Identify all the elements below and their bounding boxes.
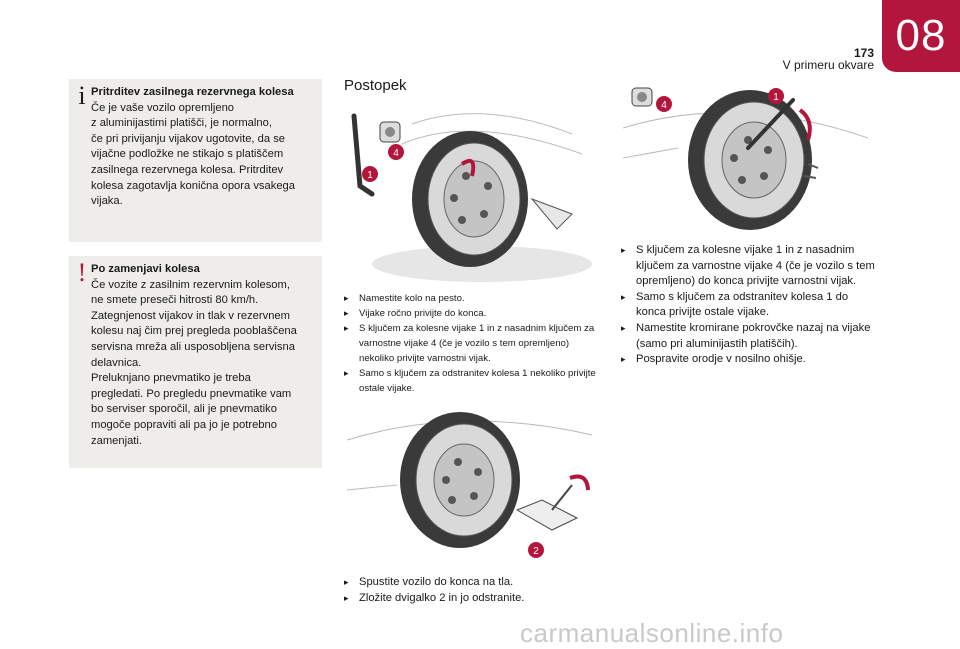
- bullet-icon: ▸: [621, 354, 626, 365]
- info-box: i Pritrditev zasilnega rezervnega kolesa…: [69, 79, 322, 242]
- info-line: kolesa zagotavlja konična opora vsakega: [91, 179, 295, 192]
- warning-line: Zategnjenost vijakov in tlak v rezervnem: [91, 309, 290, 322]
- bullet-icon: ▸: [344, 368, 349, 378]
- bullet-icon: ▸: [344, 323, 349, 333]
- info-line: če pri privijanju vijakov ugotovite, da …: [91, 132, 286, 145]
- list-item: ▸Vijake ročno privijte do konca.: [344, 308, 487, 319]
- list-item: ▸S ključem za kolesne vijake 1 in z nasa…: [621, 244, 875, 288]
- info-line: vijačne podložke ne stikajo s platiščem: [91, 148, 284, 161]
- bullet-icon: ▸: [621, 322, 626, 333]
- bullet-icon: ▸: [344, 592, 349, 603]
- bullet-icon: ▸: [621, 245, 626, 255]
- warning-line: delavnica.: [91, 356, 142, 369]
- warning-line: Če vozite z zasilnim rezervnim kolesom,: [91, 278, 290, 291]
- info-line: z aluminijastimi platišči, je normalno,: [91, 117, 272, 130]
- warning-line: kolesu naj čim prej pregleda pooblaščena: [91, 325, 297, 338]
- list-item: ▸Samo s ključem za odstranitev kolesa 1 …: [344, 368, 596, 394]
- label-2: 2: [533, 546, 539, 557]
- list-item: ▸Zložite dvigalko 2 in jo odstranite.: [344, 591, 599, 607]
- watermark: carmanualsonline.info: [520, 618, 784, 648]
- label-4: 4: [393, 148, 399, 159]
- warning-line: ne smete preseči hitrosti 80 km/h.: [91, 294, 259, 307]
- section-title: Postopek: [344, 77, 407, 94]
- warning-line: bo serviser sporočil, ali je pnevmatiko: [91, 403, 277, 416]
- bullet-icon: ▸: [621, 291, 626, 302]
- bullet-icon: ▸: [344, 293, 349, 303]
- warning-box: ! Po zamenjavi kolesa Če vozite z zasiln…: [69, 256, 322, 468]
- list-item: ▸Namestite kolo na pesto.: [344, 293, 465, 304]
- bullet-icon: ▸: [344, 577, 349, 587]
- info-icon: i: [78, 81, 86, 110]
- steps-list-c: ▸S ključem za kolesne vijake 1 in z nasa…: [621, 243, 876, 368]
- list-item: ▸Spustite vozilo do konca na tla.: [344, 575, 599, 591]
- info-box-text: Pritrditev zasilnega rezervnega kolesa Č…: [91, 85, 314, 210]
- list-item: ▸Pospravite orodje v nosilno ohišje.: [621, 352, 876, 368]
- warning-icon: !: [77, 258, 87, 287]
- warning-line: mogoče popraviti ali pa jo je potrebno: [91, 418, 277, 431]
- bullet-icon: ▸: [344, 308, 349, 318]
- warning-line: Preluknjano pnevmatiko je treba: [91, 372, 251, 385]
- list-item: ▸S ključem za kolesne vijake 1 in z nasa…: [344, 323, 595, 364]
- wheel-fitting-figure: 4 1: [342, 104, 604, 284]
- page-number: 173: [853, 46, 874, 60]
- label-4: 4: [661, 100, 667, 111]
- warning-line: servisna mreža ali usposobljena servisna: [91, 340, 295, 353]
- steps-list-a: ▸Namestite kolo na pesto. ▸Vijake ročno …: [344, 291, 599, 396]
- info-box-title: Pritrditev zasilnega rezervnega kolesa: [91, 86, 294, 98]
- warning-box-text: Po zamenjavi kolesa Če vozite z zasilnim…: [91, 262, 314, 449]
- label-1: 1: [367, 170, 373, 181]
- chapter-tab: 08: [882, 0, 960, 72]
- warning-box-title: Po zamenjavi kolesa: [91, 263, 200, 275]
- warning-line: pregledati. Po pregledu pnevmatike vam: [91, 387, 292, 400]
- info-line: vijaka.: [91, 195, 123, 208]
- jack-lowering-figure: 2: [342, 410, 604, 570]
- info-line: zasilnega rezervnega kolesa. Pritrditev: [91, 163, 284, 176]
- warning-line: zamenjati.: [91, 434, 142, 447]
- list-item: ▸Namestite kromirane pokrovčke nazaj na …: [621, 321, 871, 350]
- final-tightening-figure: 4 1: [618, 78, 880, 236]
- page-title: V primeru okvare: [782, 58, 874, 72]
- steps-list-b: ▸Spustite vozilo do konca na tla. ▸Zloži…: [344, 575, 599, 606]
- info-line: Če je vaše vozilo opremljeno: [91, 101, 235, 114]
- label-1: 1: [773, 92, 779, 103]
- list-item: ▸Samo s ključem za odstranitev kolesa 1 …: [621, 290, 849, 319]
